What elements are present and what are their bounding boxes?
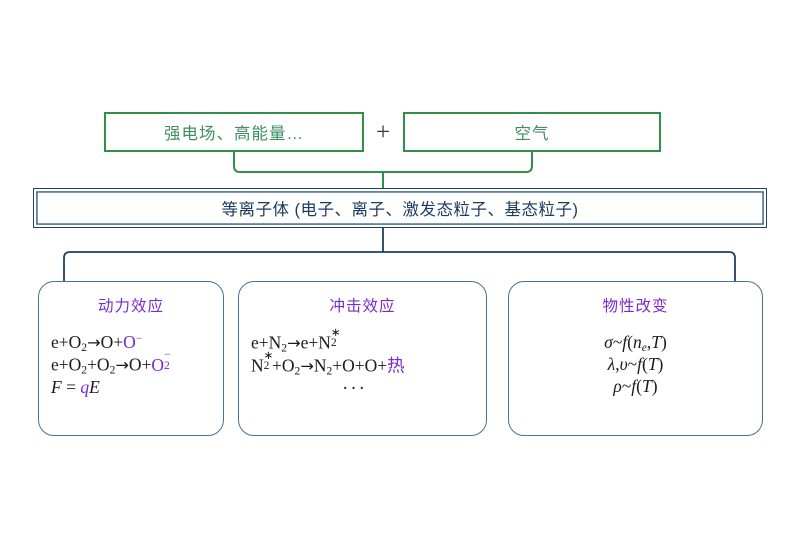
input-box-strong-field-label: 强电场、高能量… [164, 125, 304, 143]
input-box-air-label: 空气 [514, 125, 550, 143]
formula-e-N2-to-e-N2star: e+N2→e+N∗2 [251, 326, 341, 355]
effect-box-property-title: 物性改变 [602, 298, 669, 315]
plus-operator: + [375, 119, 391, 146]
effect-box-impact-title: 冲击效应 [329, 298, 396, 315]
input-box-strong-field[interactable]: 强电场、高能量… [104, 112, 364, 152]
formula-ellipsis: ··· [342, 377, 367, 399]
formula-e-O2-to-O-Ominus: e+O2→O+O− [51, 331, 143, 354]
formula-e-O2-O2-to-O-O2minus: e+O2+O2→O+O−2 [51, 349, 171, 377]
effect-box-impact[interactable]: 冲击效应 e+N2→e+N∗2 N∗2+O2→N2+O+O+热 ··· [238, 281, 487, 436]
effect-box-property[interactable]: 物性改变 σ~f(ne,T) λ,υ~f(T) ρ~f(T) [508, 281, 763, 436]
effect-box-kinetic[interactable]: 动力效应 e+O2→O+O− e+O2+O2→O+O−2 F = qE [38, 281, 224, 436]
formula-N2star-O2-to-N2-O-O-heat: N∗2+O2→N2+O+O+热 [251, 349, 405, 378]
formula-F-equals-qE: F = qE [51, 377, 100, 398]
effect-box-kinetic-formulas: e+O2→O+O− e+O2+O2→O+O−2 F = qE [39, 331, 223, 399]
formula-rho-f-T: ρ~f(T) [613, 376, 658, 397]
plasma-box-label: 等离子体 (电子、离子、激发态粒子、基态粒子) [221, 201, 579, 219]
effect-box-impact-formulas: e+N2→e+N∗2 N∗2+O2→N2+O+O+热 ··· [239, 326, 486, 402]
formula-lambda-upsilon-f-T: λ,υ~f(T) [607, 353, 664, 374]
plasma-box[interactable]: 等离子体 (电子、离子、激发态粒子、基态粒子) [33, 188, 767, 228]
navy-split-bracket [63, 228, 736, 281]
effect-box-property-formulas: σ~f(ne,T) λ,υ~f(T) ρ~f(T) [509, 331, 762, 398]
green-merge-bracket [233, 152, 533, 188]
input-box-air[interactable]: 空气 [403, 112, 661, 152]
effect-box-kinetic-title: 动力效应 [97, 298, 164, 315]
formula-sigma-f-ne-T: σ~f(ne,T) [604, 331, 667, 354]
